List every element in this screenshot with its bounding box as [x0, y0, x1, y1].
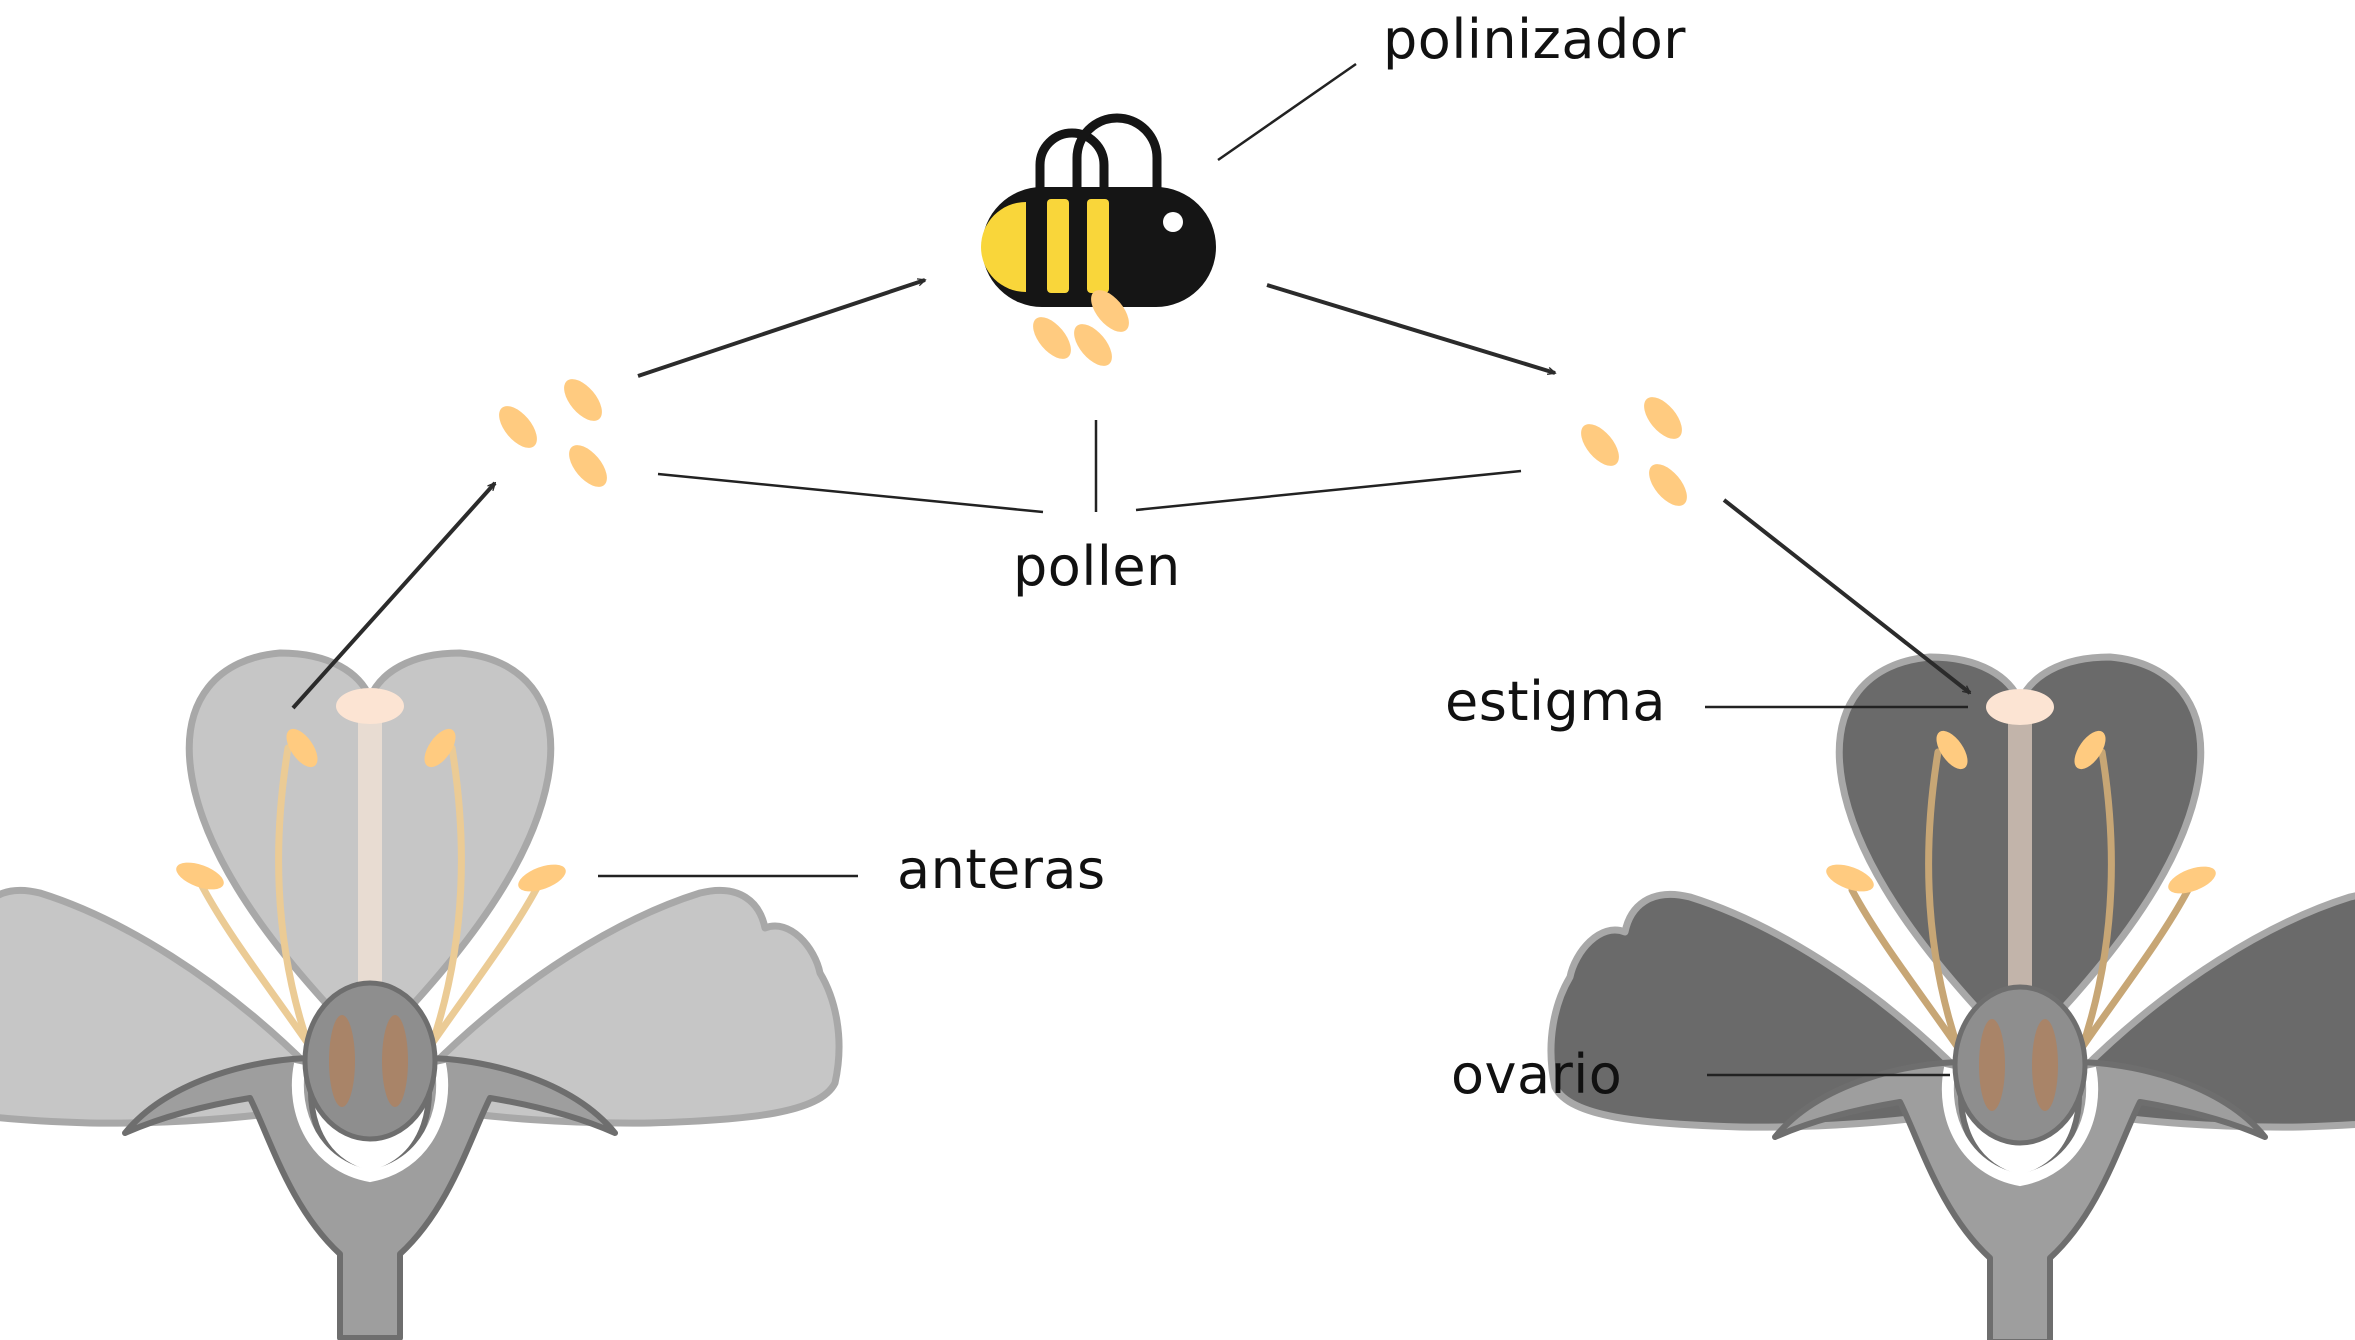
pollen-grain-icon	[1026, 310, 1078, 365]
style-left	[358, 706, 382, 1026]
bee-eye	[1163, 212, 1183, 232]
bee-stripe-3	[1087, 199, 1109, 293]
bee-stripe-1	[981, 202, 1026, 292]
ovary-right	[1955, 987, 2085, 1143]
bee-wing-back	[1040, 133, 1104, 190]
bee-icon	[981, 118, 1216, 307]
ovule-left-2	[382, 1015, 408, 1107]
ovary-left	[305, 983, 435, 1139]
arrow-bee-to-pollen	[1267, 285, 1555, 373]
leader-pollen-right	[1136, 471, 1521, 510]
label-anteras: anteras	[897, 838, 1106, 901]
ovule-left-1	[329, 1015, 355, 1107]
arrow-pollen-to-stigma	[1724, 500, 1970, 693]
pollen-group-right	[1574, 390, 1694, 512]
flow-arrows	[293, 280, 1970, 708]
pollen-grain-icon	[1637, 390, 1689, 445]
stigma-left	[336, 688, 404, 724]
label-pollen: pollen	[1013, 535, 1181, 598]
leader-polinizador	[1218, 64, 1356, 160]
pollen-grain-icon	[1574, 417, 1626, 472]
flower-right	[1551, 657, 2355, 1340]
pollen-grain-icon	[557, 372, 609, 427]
label-estigma: estigma	[1445, 670, 1666, 733]
pollen-grain-icon	[562, 438, 614, 493]
flower-left	[0, 653, 839, 1338]
leader-pollen-left	[658, 474, 1043, 512]
bee-wing-front	[1077, 118, 1157, 190]
ovule-right-2	[2032, 1019, 2058, 1111]
pollen-grain-icon	[492, 399, 544, 454]
label-ovario: ovario	[1451, 1043, 1622, 1106]
bee-stripe-2	[1047, 199, 1069, 293]
label-polinizador: polinizador	[1383, 8, 1686, 71]
style-right	[2008, 710, 2032, 1030]
arrow-pollen-to-bee	[638, 280, 925, 376]
ovule-right-1	[1979, 1019, 2005, 1111]
pollen-group-left	[492, 372, 614, 493]
stigma-right	[1986, 689, 2054, 725]
pollen-grain-icon	[1642, 457, 1694, 512]
